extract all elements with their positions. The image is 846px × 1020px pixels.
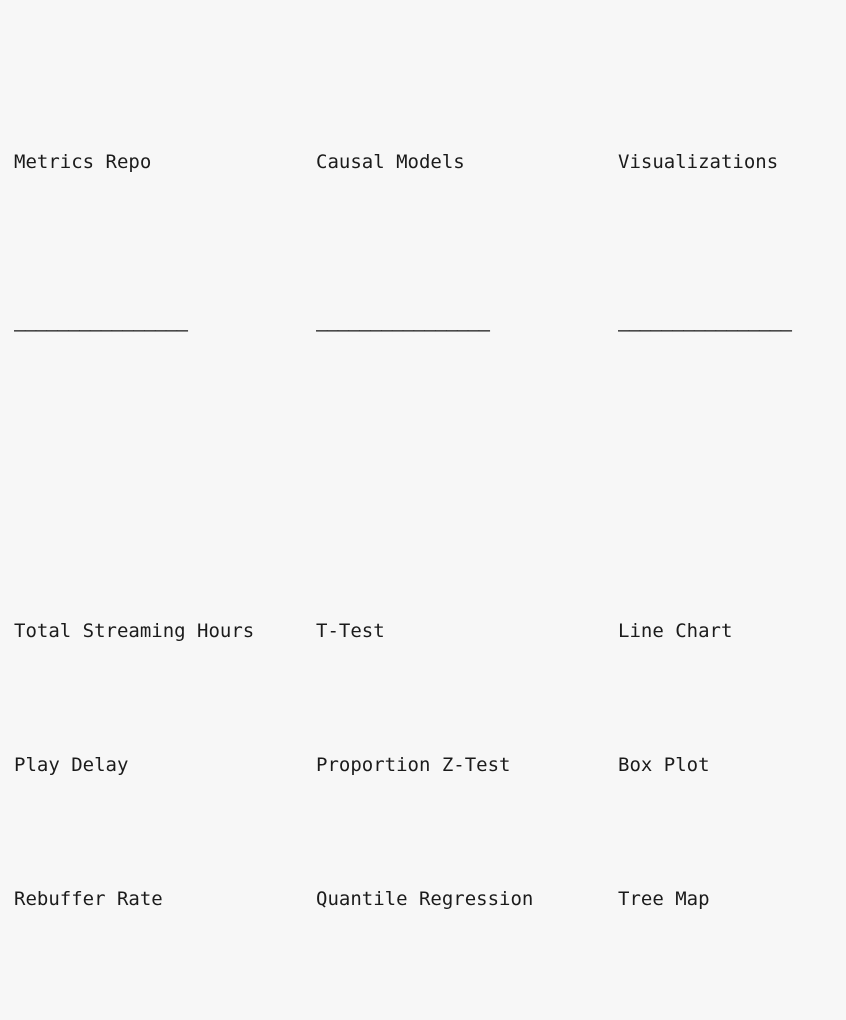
column-rule-visualizations: ————————————————: [618, 318, 792, 341]
column-header-metrics-repo: Metrics Repo: [14, 151, 152, 173]
column-header-visualizations: Visualizations: [618, 151, 779, 173]
list-item: Tree Map: [618, 888, 710, 910]
list-item: Line Chart: [618, 620, 733, 642]
list-item: Proportion Z-Test: [316, 754, 511, 776]
list-item: Grid: [618, 1017, 664, 1020]
column-header-causal-models: Causal Models: [316, 151, 465, 173]
list-item: Box Plot: [618, 754, 710, 776]
list-item: OLS: [316, 1017, 618, 1020]
list-item: Quantile Regression: [316, 888, 534, 910]
column-rule-causal-models: ————————————————: [316, 318, 490, 341]
items-row-3: Rebuffer Rate Quantile Regression Tree Map: [14, 883, 791, 917]
list-item: Play Delay: [14, 754, 129, 776]
list-item: Retention Rate: [14, 1017, 316, 1020]
list-item: Total Streaming Hours: [14, 620, 255, 642]
list-item: T-Test: [316, 620, 385, 642]
list-item: Rebuffer Rate: [14, 888, 163, 910]
blank-row: [14, 448, 791, 482]
items-row-1: Total Streaming Hours T-Test Line Chart: [14, 615, 791, 649]
column-headers-row: Metrics Repo Causal Models Visualizations: [14, 146, 791, 180]
items-row-2: Play Delay Proportion Z-Test Box Plot: [14, 749, 791, 783]
column-rule-metrics-repo: ————————————————: [14, 318, 188, 341]
column-rules-row: ———————————————— ———————————————— ————————…: [14, 314, 792, 348]
items-row-4: Retention RateOLSGrid: [14, 1017, 791, 1020]
